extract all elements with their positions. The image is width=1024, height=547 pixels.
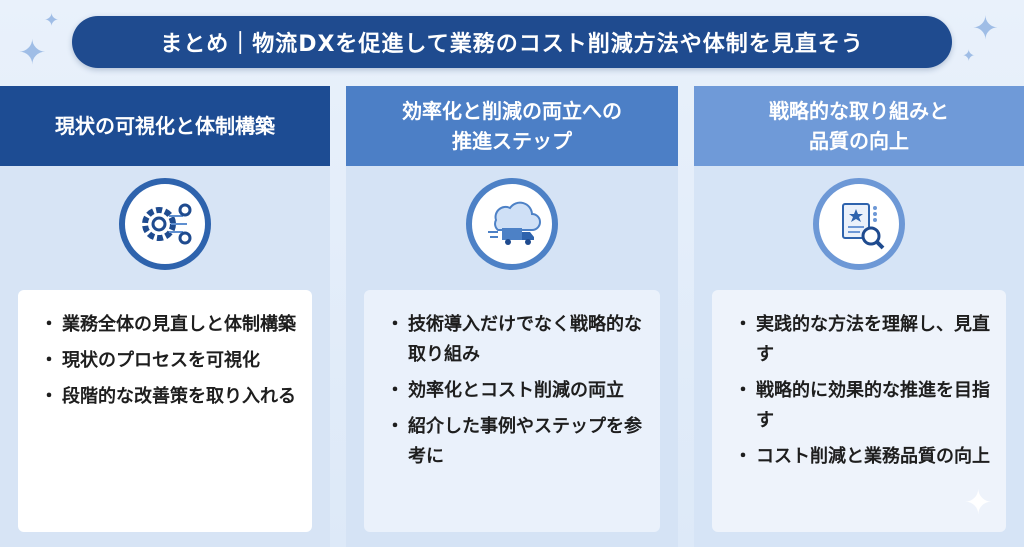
bullet-item: コスト削減と業務品質の向上 [734, 442, 990, 472]
column-heading: 現状の可視化と体制構築 [0, 86, 330, 166]
sparkle-icon: ✦ [962, 46, 976, 65]
bullet-item: 実践的な方法を理解し、見直す [734, 310, 990, 370]
column-heading: 効率化と削減の両立への 推進ステップ [346, 86, 678, 166]
bullet-card: 技術導入だけでなく戦略的な取り組み 効率化とコスト削減の両立 紹介した事例やステ… [364, 290, 660, 532]
document-search-icon [813, 178, 905, 270]
column-heading: 戦略的な取り組みと 品質の向上 [694, 86, 1024, 166]
bullet-item: 紹介した事例やステップを参考に [386, 412, 644, 472]
bullet-card: 業務全体の見直しと体制構築 現状のプロセスを可視化 段階的な改善策を取り入れる [18, 290, 312, 532]
bullet-item: 現状のプロセスを可視化 [40, 346, 296, 376]
bullet-item: 効率化とコスト削減の両立 [386, 376, 644, 406]
bullet-item: 戦略的に効果的な推進を目指す [734, 376, 990, 436]
sparkle-icon: ✦ [44, 10, 60, 31]
summary-column-2: 効率化と削減の両立への 推進ステップ 技術導入だけでなく戦略的な取り組み 効率化… [346, 86, 678, 547]
bullet-item: 技術導入だけでなく戦略的な取り組み [386, 310, 644, 370]
summary-column-1: 現状の可視化と体制構築 業務全体の見直しと体制構築 現状のプロセスを可視化 段階… [0, 86, 330, 547]
bullet-item: 段階的な改善策を取り入れる [40, 382, 296, 412]
cloud-truck-icon [466, 178, 558, 270]
sparkle-icon: ✦ [964, 483, 993, 523]
bullet-item: 業務全体の見直しと体制構築 [40, 310, 296, 340]
page-title: まとめ｜物流DXを促進して業務のコスト削減方法や体制を見直そう [72, 16, 952, 68]
sparkle-icon: ✦ [18, 33, 47, 73]
summary-column-3: 戦略的な取り組みと 品質の向上 実践的な方法を理解し、見直す 戦略的に効果的な推… [694, 86, 1024, 547]
sparkle-icon: ✦ [972, 9, 999, 47]
bullet-card: 実践的な方法を理解し、見直す 戦略的に効果的な推進を目指す コスト削減と業務品質… [712, 290, 1006, 532]
gear-process-icon [119, 178, 211, 270]
